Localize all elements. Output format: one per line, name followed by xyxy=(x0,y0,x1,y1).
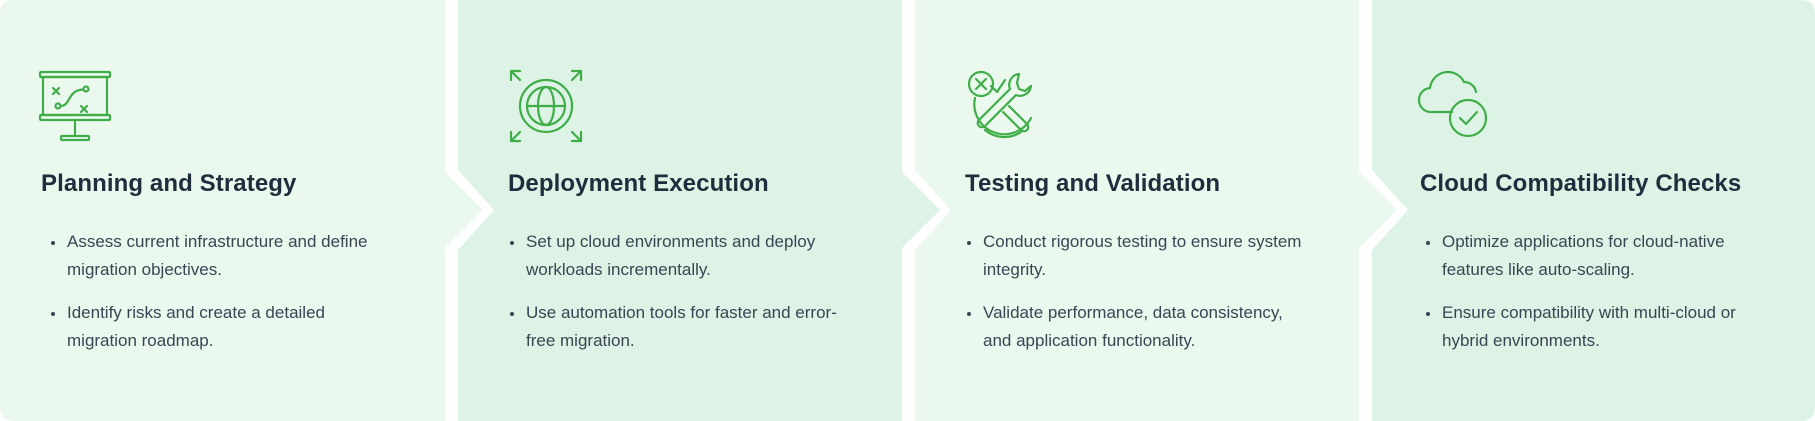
panel-4-bg xyxy=(1372,0,1815,421)
step-title: Planning and Strategy xyxy=(41,170,297,197)
step-card-deployment: Deployment Execution Set up cloud enviro… xyxy=(458,0,902,421)
globe-expand-icon xyxy=(508,68,584,144)
panel-3-bg xyxy=(915,0,1397,421)
step-title: Cloud Compatibility Checks xyxy=(1420,170,1742,197)
panel-2-bg xyxy=(458,0,940,421)
step-bullets: Optimize applications for cloud-native f… xyxy=(1414,228,1774,370)
step-title: Testing and Validation xyxy=(965,170,1221,197)
step-bullets: Set up cloud environments and deploy wor… xyxy=(498,228,858,370)
list-item: Ensure compatibility with multi-cloud or… xyxy=(1414,299,1774,355)
list-item: Identify risks and create a detailed mig… xyxy=(39,299,399,355)
step-title: Deployment Execution xyxy=(508,170,769,197)
list-item: Optimize applications for cloud-native f… xyxy=(1414,228,1774,284)
list-item: Validate performance, data consistency, … xyxy=(955,299,1315,355)
tools-check-icon xyxy=(965,68,1041,144)
step-card-testing: Testing and Validation Conduct rigorous … xyxy=(915,0,1359,421)
list-item: Use automation tools for faster and erro… xyxy=(498,299,858,355)
list-item: Assess current infrastructure and define… xyxy=(39,228,399,284)
panel-1-bg xyxy=(0,0,483,421)
cloud-check-icon xyxy=(1416,68,1492,144)
list-item: Set up cloud environments and deploy wor… xyxy=(498,228,858,284)
step-card-compatibility: Cloud Compatibility Checks Optimize appl… xyxy=(1372,0,1815,421)
step-bullets: Conduct rigorous testing to ensure syste… xyxy=(955,228,1315,370)
presentation-board-icon xyxy=(37,68,113,144)
step-card-planning: Planning and Strategy Assess current inf… xyxy=(0,0,445,421)
step-bullets: Assess current infrastructure and define… xyxy=(39,228,399,370)
list-item: Conduct rigorous testing to ensure syste… xyxy=(955,228,1315,284)
